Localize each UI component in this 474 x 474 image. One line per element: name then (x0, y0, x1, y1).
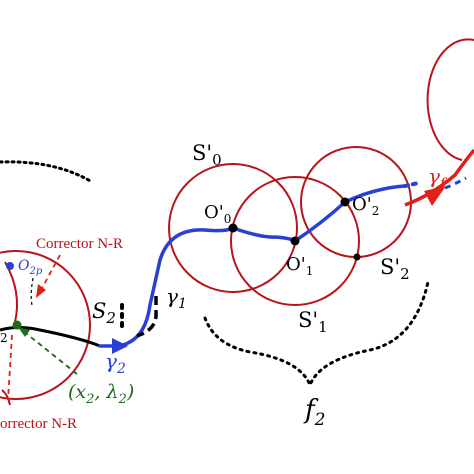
blue-arrowhead (112, 338, 128, 354)
blue-path (98, 184, 407, 348)
red-arrowhead (424, 186, 446, 206)
label-gamma1: γ1 (166, 284, 187, 312)
gamma1-dashed (136, 296, 158, 338)
brace-f2 (203, 280, 430, 390)
point-o0 (228, 223, 238, 233)
green-arrow (21, 329, 78, 375)
point-o1 (290, 236, 300, 246)
circle-s1 (230, 176, 360, 306)
label-x2-lambda2: (x2, λ2) (68, 381, 134, 407)
black-path (0, 326, 101, 348)
red-arc-left (4, 261, 18, 323)
label-s1: S'1 (298, 308, 328, 336)
point-s2-inter (353, 253, 361, 261)
label-o1: O'1 (286, 254, 313, 278)
point-x2-lambda2 (12, 320, 22, 330)
red-arc-left-lower (1, 389, 11, 406)
circles (0, 38, 474, 400)
corrector-arrowhead-top (36, 284, 46, 298)
label-clipped: 2 (0, 331, 8, 345)
label-f2: f2 (303, 395, 325, 430)
label-corrector-top: Corrector N-R (36, 236, 123, 252)
point-o2 (340, 197, 350, 207)
label-o2: O'2 (352, 194, 379, 218)
label-corrector-bottom: orrector N-R (0, 416, 77, 432)
blue-dashes-top (403, 181, 420, 188)
label-s2: S'2 (380, 255, 410, 283)
label-o0: O'0 (204, 202, 231, 226)
label-o2p: O2p (18, 258, 43, 277)
points (228, 197, 361, 261)
blue-dashes-right (444, 176, 467, 190)
label-gamma2: γ2 (105, 349, 126, 377)
label-S2: S2 (92, 299, 116, 327)
corrector-arrow-top (39, 254, 61, 293)
circle-s0 (168, 163, 298, 293)
dotted-curve-left (0, 160, 94, 184)
corrector-arrow-bottom (7, 334, 13, 401)
circle-left (0, 250, 91, 400)
circle-topright-partial (426, 38, 474, 161)
point-o2p (6, 262, 14, 270)
green-arrowhead (18, 327, 30, 337)
label-s0: S'0 (192, 141, 222, 169)
red-path-f (404, 148, 474, 207)
label-gammaf: γf (428, 164, 448, 192)
o2p-arrow (30, 277, 34, 306)
